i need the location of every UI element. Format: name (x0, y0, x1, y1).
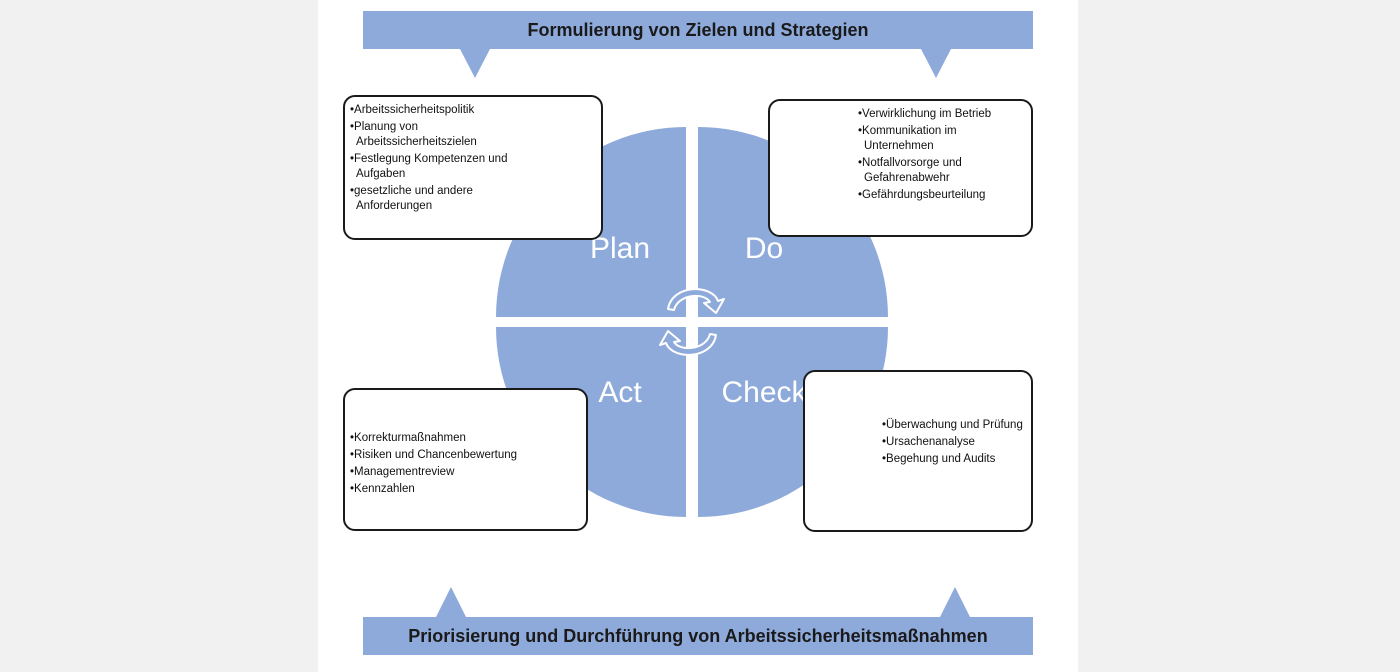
bottom-banner-bar (363, 617, 1033, 655)
list-item: Festlegung Kompetenzen und Aufgaben (350, 152, 541, 182)
list-item: Risiken und Chancenbewertung (350, 448, 546, 463)
plan-box: Arbeitssicherheitspolitik Planung von Ar… (343, 95, 603, 240)
top-banner (363, 11, 1033, 78)
bottom-banner-pointer-right (940, 587, 970, 617)
list-item: Gefährdungsbeurteilung (858, 188, 1023, 203)
quadrant-label-act: Act (598, 376, 642, 409)
top-banner-pointer-left (460, 49, 490, 78)
plan-list: Arbeitssicherheitspolitik Planung von Ar… (350, 103, 541, 214)
list-item: Kommunikation im Unternehmen (858, 124, 1023, 154)
list-item: Verwirklichung im Betrieb (858, 107, 1023, 122)
top-banner-pointer-right (921, 49, 951, 78)
top-banner-bar (363, 11, 1033, 49)
list-item: Begehung und Audits (882, 452, 1023, 467)
list-item: gesetzliche und andere Anforderungen (350, 184, 541, 214)
quadrant-label-check: Check (721, 376, 807, 409)
bottom-banner-pointer-left (436, 587, 466, 617)
do-list: Verwirklichung im Betrieb Kommunikation … (858, 107, 1023, 203)
quadrant-label-do: Do (744, 232, 784, 265)
check-box: Überwachung und Prüfung Ursachenanalyse … (803, 370, 1033, 532)
circular-arrows-icon (659, 288, 725, 356)
list-item: Korrekturmaßnahmen (350, 431, 546, 446)
act-box: Korrekturmaßnahmen Risiken und Chancenbe… (343, 388, 588, 531)
act-list: Korrekturmaßnahmen Risiken und Chancenbe… (350, 431, 546, 497)
list-item: Managementreview (350, 465, 546, 480)
do-box: Verwirklichung im Betrieb Kommunikation … (768, 99, 1033, 237)
list-item: Überwachung und Prüfung (882, 418, 1023, 433)
list-item: Kennzahlen (350, 482, 546, 497)
list-item: Ursachenanalyse (882, 435, 1023, 450)
list-item: Arbeitssicherheitspolitik (350, 103, 541, 118)
quadrant-label-plan: Plan (589, 232, 651, 265)
list-item: Planung von Arbeitssicherheitszielen (350, 120, 541, 150)
list-item: Notfallvorsorge und Gefahrenabwehr (858, 156, 1023, 186)
top-banner-title: Formulierung von Zielen und Strategien (527, 20, 869, 40)
quadrant-act (496, 327, 686, 517)
check-list: Überwachung und Prüfung Ursachenanalyse … (882, 418, 1023, 467)
bottom-banner-title: Priorisierung und Durchführung von Arbei… (408, 626, 988, 646)
bottom-banner (363, 587, 1033, 655)
